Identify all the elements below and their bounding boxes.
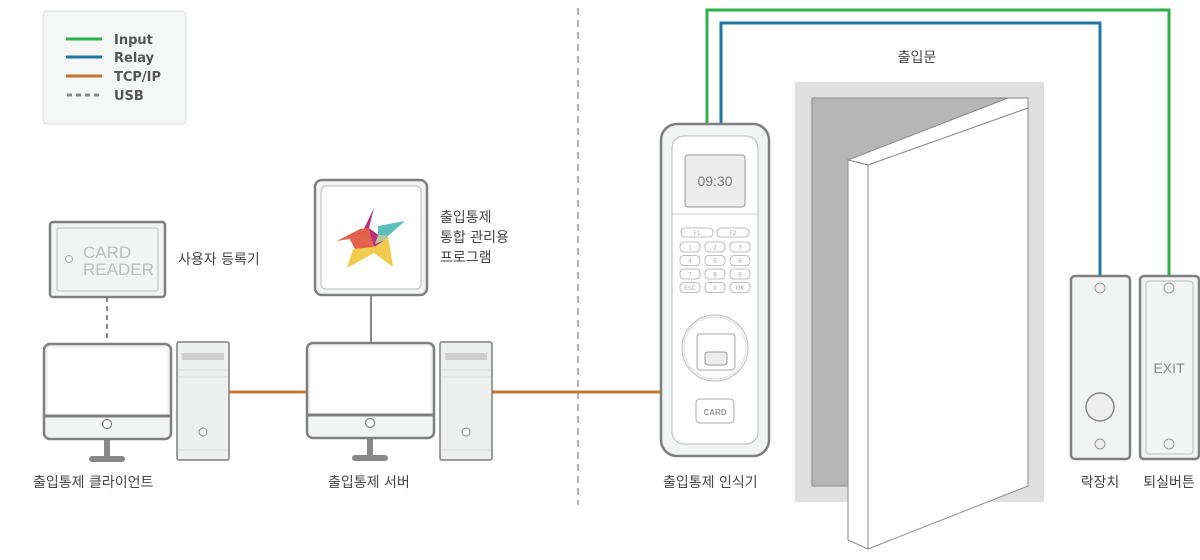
svg-text:5: 5: [713, 258, 717, 265]
svg-text:F2: F2: [729, 230, 736, 237]
legend-usb-label: USB: [114, 89, 144, 104]
lock-label: 락장치: [1081, 475, 1120, 491]
card-reader-text-line2: READER: [83, 260, 154, 279]
client-monitor-screen: [48, 348, 167, 415]
card-reader: CARD READER 사용자 등록기: [48, 220, 260, 299]
client-monitor-neck: [104, 440, 110, 458]
server-tower-drive: [445, 353, 487, 360]
device-display: [684, 154, 746, 208]
relay-line: [719, 21, 1102, 276]
svg-text:F1: F1: [693, 230, 700, 237]
keypad-key-7: 7: [679, 268, 701, 280]
device-display-time: 09:30: [697, 173, 732, 189]
keypad-key-esc: ESC: [679, 282, 701, 293]
svg-text:6: 6: [738, 258, 742, 265]
server-monitor-stand: [352, 455, 388, 461]
server-monitor-screen: [311, 347, 430, 414]
svg-text:8: 8: [713, 272, 717, 279]
client-power-icon: [101, 418, 113, 430]
client-tower: [176, 341, 230, 461]
exit-button-label: 퇴실버튼: [1143, 475, 1195, 491]
exit-button-body: [1138, 274, 1200, 461]
device-card-area: [695, 398, 735, 424]
input-line: [705, 8, 1171, 276]
legend-input-label: Input: [114, 33, 153, 48]
legend-tcpip-label: TCP/IP: [114, 70, 161, 85]
keypad-key-3: 3: [729, 241, 751, 253]
exit-screw-bottom-icon: [1163, 438, 1175, 450]
legend-box: [42, 10, 187, 125]
lock-screw-top-icon: [1094, 282, 1106, 294]
server-monitor: [305, 341, 436, 461]
exit-button-device: EXIT 퇴실버튼: [1138, 274, 1200, 491]
server-tower-power-icon: [461, 427, 471, 437]
keypad-key-8: 8: [704, 268, 726, 280]
exit-button-text: EXIT: [1153, 360, 1185, 376]
exit-screw-top-icon: [1163, 282, 1175, 294]
svg-text:1: 1: [688, 245, 692, 252]
svg-text:OK: OK: [736, 285, 746, 292]
svg-text:ESC: ESC: [684, 285, 696, 292]
server-tower-body: [439, 341, 493, 461]
client-tower-power-icon: [198, 427, 208, 437]
lock-button-icon: [1085, 392, 1115, 422]
server-tower: [439, 341, 493, 461]
door-side-edge: [847, 159, 869, 550]
svg-text:2: 2: [713, 245, 717, 252]
keypad-key-9: 9: [729, 268, 751, 280]
server-workstation: 출입통제 서버: [305, 341, 493, 491]
door: 출입문: [795, 50, 1044, 550]
svg-text:9: 9: [738, 272, 742, 279]
keypad-key-f1: F1: [680, 227, 714, 238]
card-reader-inner: [56, 227, 159, 292]
svg-text:7: 7: [688, 272, 692, 279]
svg-text:0: 0: [713, 285, 717, 292]
keypad-key-2: 2: [704, 241, 726, 253]
client-label: 출입통제 클라이언트: [33, 475, 153, 491]
svg-text:4: 4: [688, 258, 692, 265]
card-reader-body: [48, 220, 167, 299]
client-monitor-stand: [89, 456, 125, 462]
device-card-label: CARD: [703, 408, 726, 417]
keypad-key-4: 4: [679, 255, 701, 266]
client-tower-drive: [182, 353, 224, 360]
keypad-key-6: 6: [729, 255, 751, 266]
lock-device: 락장치: [1069, 274, 1132, 491]
fingerprint-icon: [704, 351, 728, 366]
door-panel: [867, 107, 1029, 550]
door-label: 출입문: [898, 50, 937, 66]
lock-body: [1069, 274, 1132, 461]
keypad-key-1: 1: [679, 241, 701, 253]
card-reader-label: 사용자 등록기: [178, 252, 260, 268]
client-monitor: [42, 342, 173, 462]
software-label-line1: 출입통제: [440, 210, 492, 226]
software-box: 출입통제 통합 관리용 프로그램: [313, 178, 509, 297]
server-power-icon: [364, 417, 376, 429]
client-workstation: 출입통제 클라이언트: [33, 341, 230, 491]
fingerprint-sensor-ring-inner: [683, 316, 747, 380]
lock-screw-bottom-icon: [1094, 438, 1106, 450]
legend: Input Relay TCP/IP USB: [42, 10, 187, 125]
exit-button-inner: [1145, 280, 1194, 455]
keypad-key-0: 0: [704, 282, 726, 293]
keypad-key-5: 5: [704, 255, 726, 266]
keypad-key-ok: OK: [729, 282, 751, 293]
svg-text:3: 3: [738, 245, 742, 252]
server-monitor-neck: [367, 439, 373, 457]
software-label-line2: 통합 관리용: [440, 230, 509, 246]
keypad-key-f2: F2: [716, 227, 750, 238]
client-tower-body: [176, 341, 230, 461]
card-reader-led-icon: [65, 255, 73, 263]
server-label: 출입통제 서버: [328, 475, 410, 491]
legend-relay-label: Relay: [114, 51, 155, 66]
card-reader-text-line1: CARD: [83, 243, 131, 262]
software-logo-star-icon: [337, 208, 405, 268]
device-label: 출입통제 인식기: [663, 475, 758, 491]
software-label-line3: 프로그램: [440, 250, 492, 266]
